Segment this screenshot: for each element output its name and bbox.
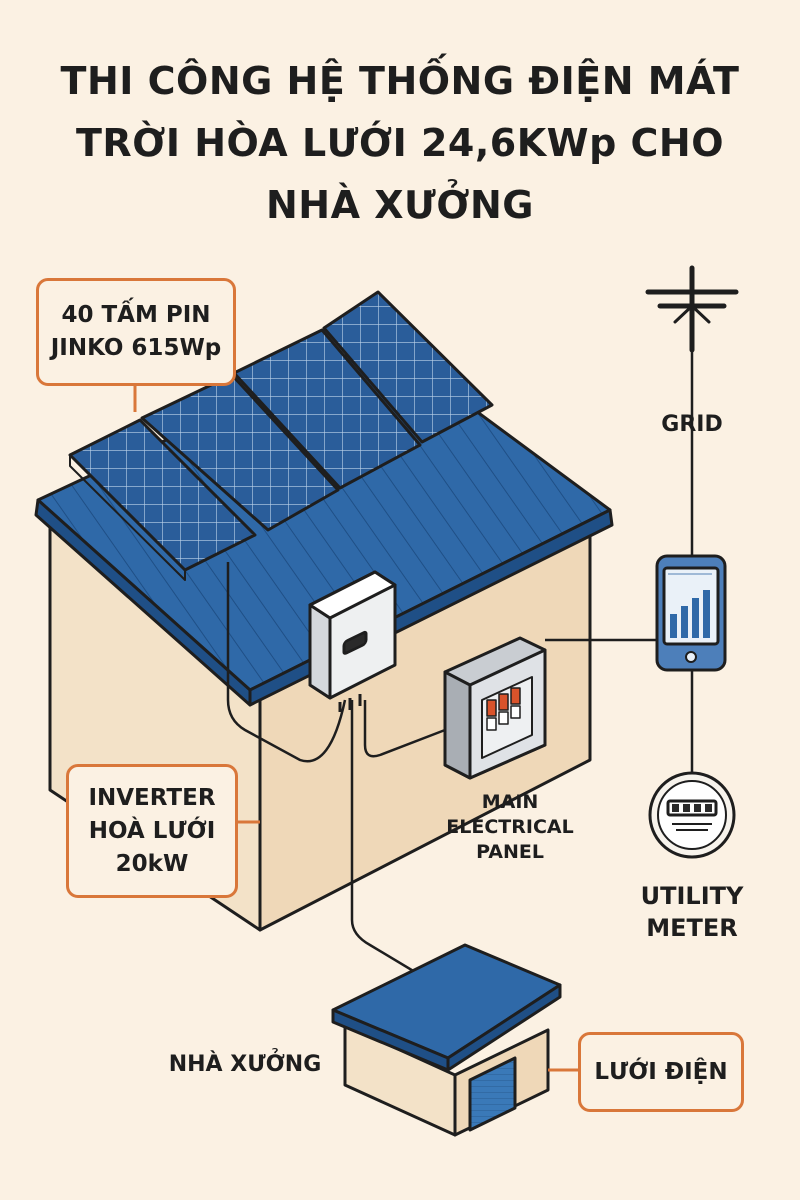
solar-panel-4	[322, 290, 494, 444]
callout-grid-line-1: LƯỚI ĐIỆN	[594, 1058, 728, 1085]
callout-solar-panels: 40 TẤM PIN JINKO 615Wp	[36, 278, 236, 386]
label-main-electrical-panel: MAIN ELECTRICAL PANEL	[430, 790, 590, 865]
smartphone-monitoring-icon	[655, 554, 727, 672]
inverter-icon	[308, 570, 397, 712]
callout-solar-panels-line-1: 40 TẤM PIN	[61, 302, 211, 328]
solar-panel-3	[232, 328, 422, 490]
factory-building	[331, 943, 562, 1137]
electrical-panel-icon	[443, 636, 547, 780]
utility-pole-icon	[645, 265, 739, 353]
callout-grid: LƯỚI ĐIỆN	[578, 1032, 744, 1112]
title-line-2: TRỜI HÒA LƯỚI 24,6KWp CHO	[75, 121, 725, 165]
solar-panel-2	[140, 373, 340, 532]
label-main-panel-line-1: MAIN	[481, 791, 539, 813]
factory-door	[468, 1056, 517, 1132]
callout-inverter-line-1: INVERTER	[88, 784, 216, 811]
label-utility-meter: UTILITY METER	[622, 880, 762, 944]
label-main-panel-line-2: ELECTRICAL	[446, 816, 574, 838]
label-factory: NHÀ XƯỞNG	[168, 1052, 322, 1077]
callout-inverter-line-2: HOÀ LƯỚI	[88, 817, 216, 844]
title-line-3: NHÀ XƯỞNG	[266, 183, 534, 227]
callout-inverter: INVERTER HOÀ LƯỚI 20kW	[66, 764, 238, 898]
utility-meter-icon	[648, 771, 736, 859]
label-main-panel-line-3: PANEL	[476, 841, 544, 863]
label-grid: GRID	[661, 412, 723, 437]
page-title: THI CÔNG HỆ THỐNG ĐIỆN MÁT TRỜI HÒA LƯỚI…	[40, 50, 760, 236]
title-line-1: THI CÔNG HỆ THỐNG ĐIỆN MÁT	[60, 59, 740, 103]
solar-panel-array	[68, 290, 494, 581]
label-utility-meter-line-2: METER	[646, 914, 738, 942]
solar-panel-1	[68, 418, 257, 572]
callout-inverter-line-3: 20kW	[115, 850, 189, 877]
callout-solar-panels-line-2: JINKO 615Wp	[50, 335, 222, 361]
label-utility-meter-line-1: UTILITY	[640, 882, 744, 910]
wiring	[226, 348, 694, 977]
